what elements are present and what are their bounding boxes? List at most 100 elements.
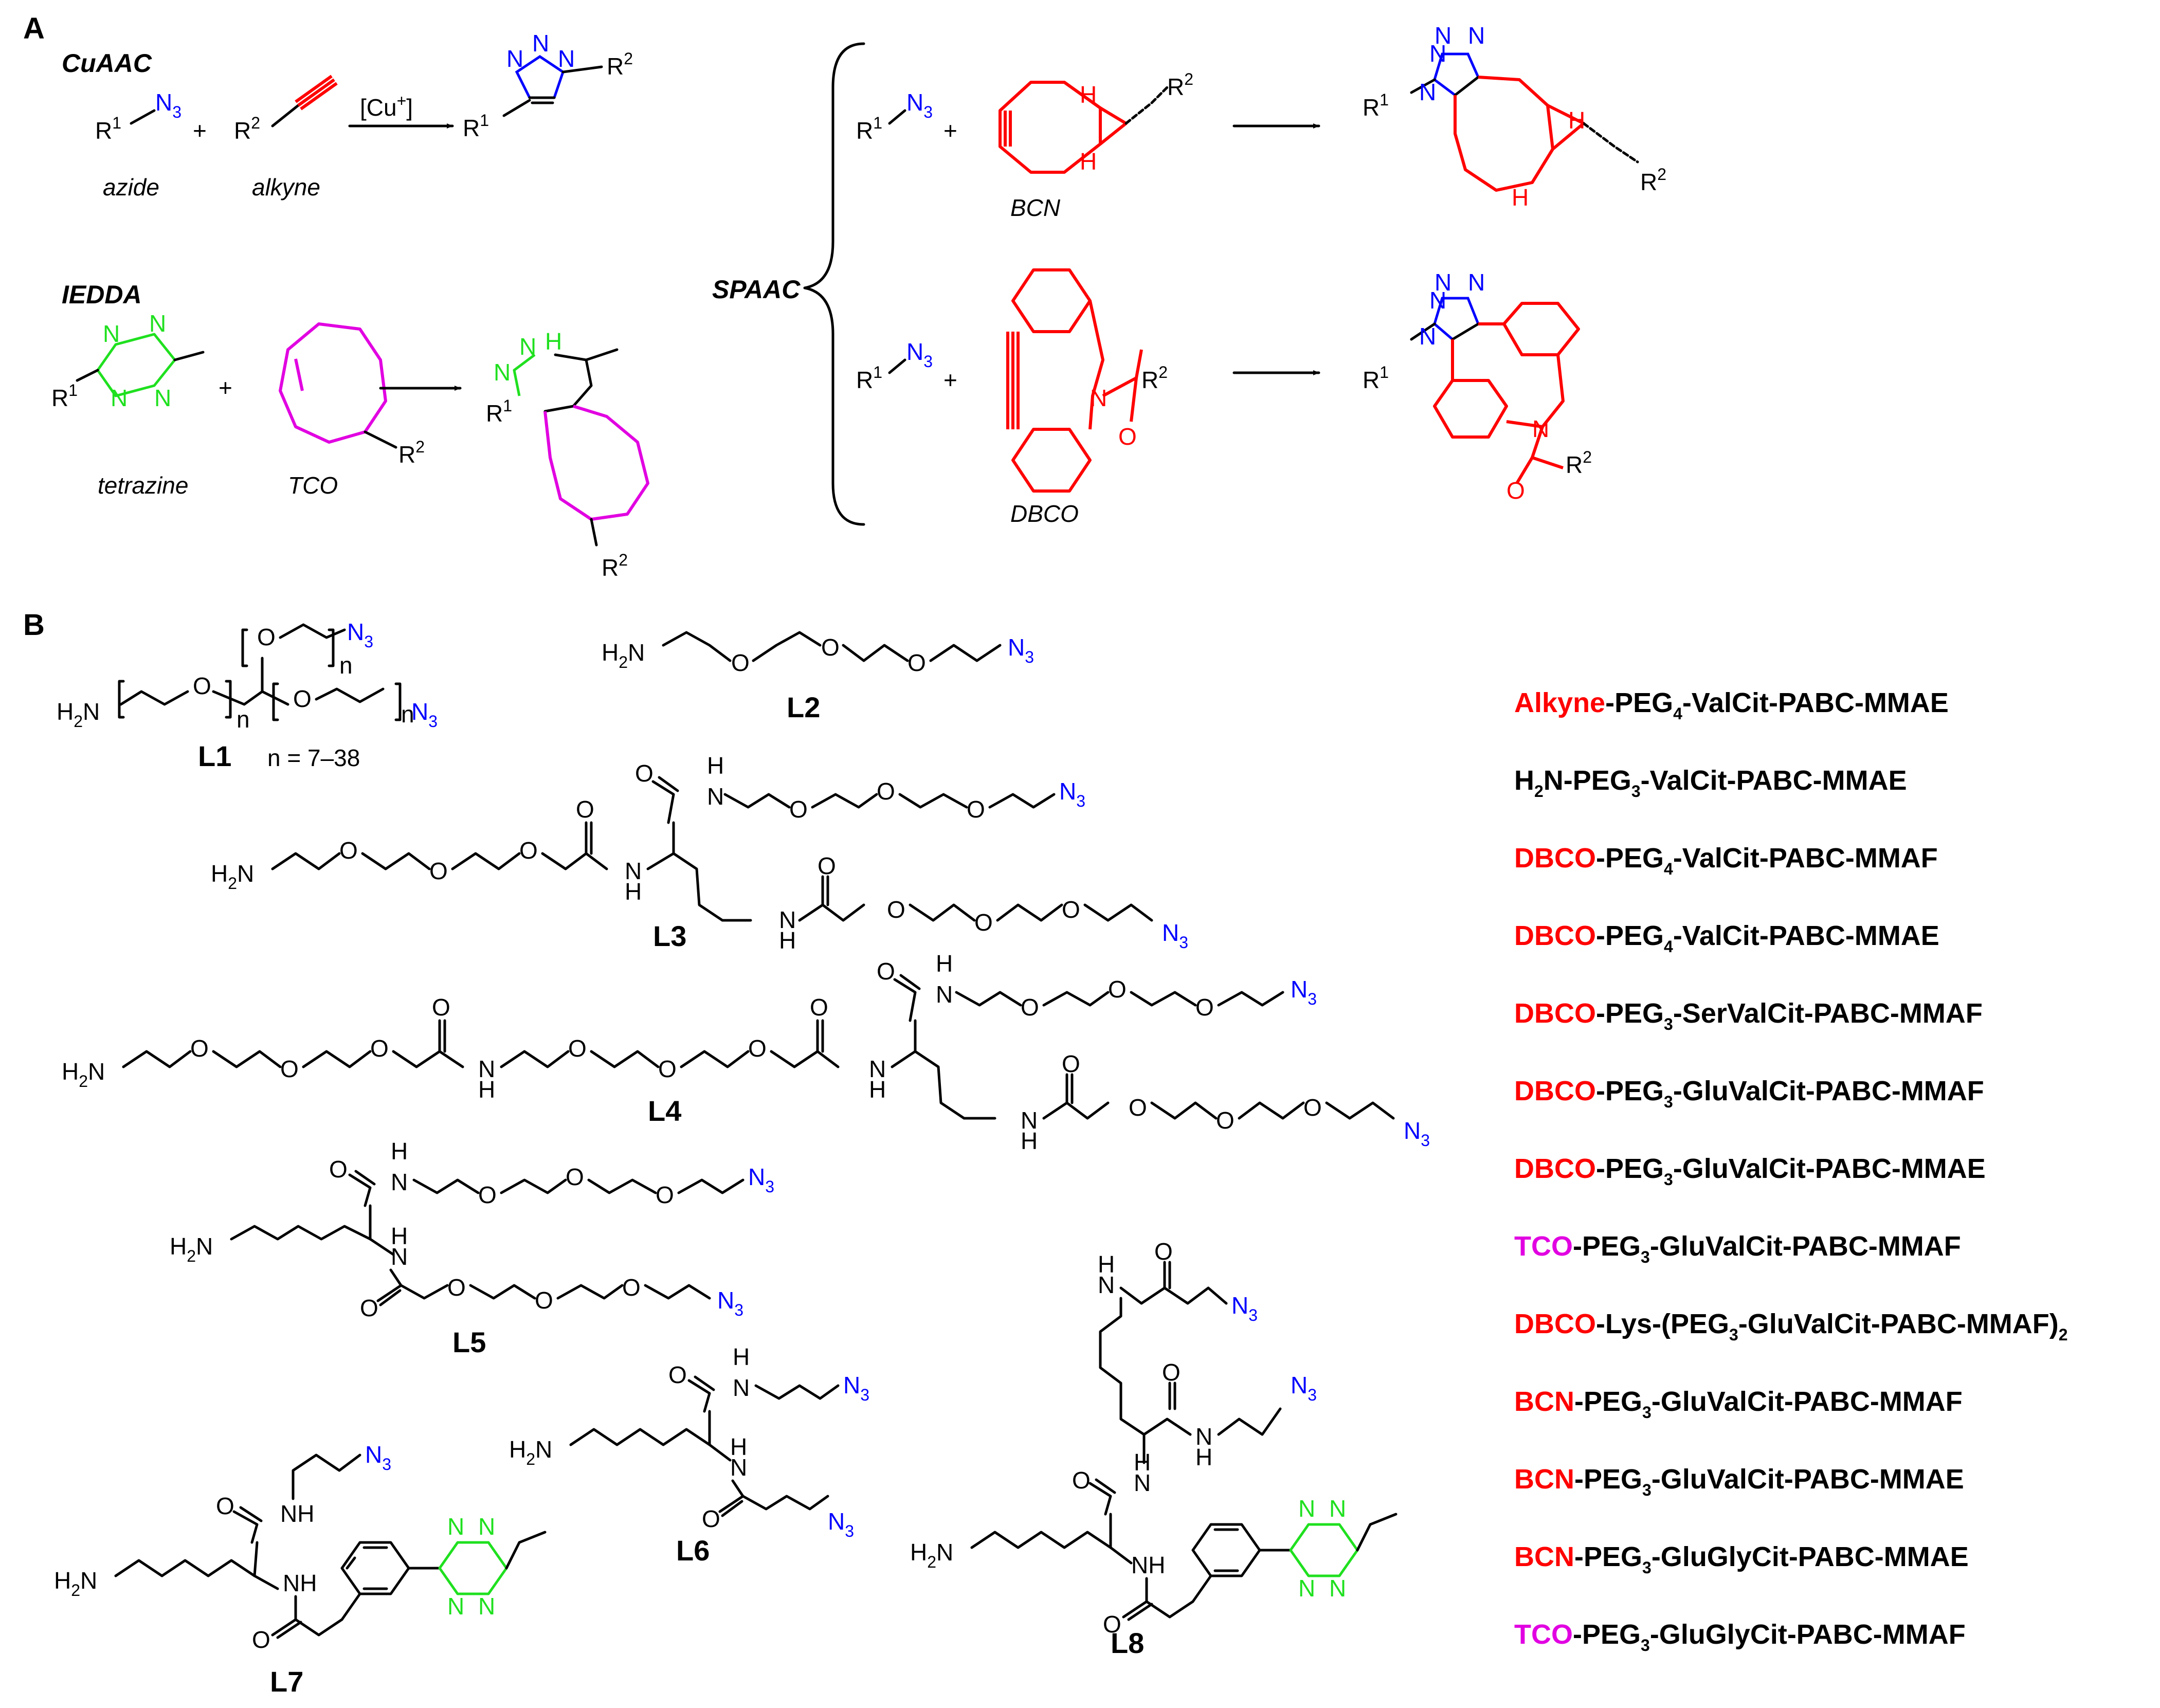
svg-text:N: N — [519, 333, 536, 360]
svg-text:N: N — [1329, 1575, 1346, 1602]
linker-l8-structure: H2N O N H O N H N3 N H O N3 NH O N N N N — [910, 1238, 1397, 1638]
svg-text:R1: R1 — [856, 363, 882, 393]
svg-text:H: H — [936, 950, 953, 977]
conjugate-item: H2N-PEG3-ValCit-PABC-MMAE — [1514, 765, 1907, 801]
dbco-label: DBCO — [1010, 500, 1079, 527]
panel-b-label: B — [23, 608, 45, 642]
svg-text:N: N — [103, 320, 120, 347]
svg-text:H: H — [730, 1433, 747, 1460]
linker-l6-structure: H2N O N H N3 N H O N3 — [509, 1343, 869, 1540]
alkyne-label: alkyne — [252, 174, 320, 201]
svg-text:H: H — [1568, 107, 1585, 134]
linker-l3-structure: H2N O O O O N H O N H O O O N3 N H O O O… — [211, 752, 1188, 954]
bcn-reactant: H H R2 — [999, 70, 1193, 175]
svg-text:R2: R2 — [1141, 363, 1168, 393]
svg-text:N: N — [558, 45, 575, 72]
cuaac-alkyne: R2 — [234, 75, 338, 144]
svg-text:NH: NH — [280, 1500, 314, 1527]
svg-text:n: n — [339, 652, 353, 679]
svg-text:N3: N3 — [1059, 778, 1085, 810]
svg-text:n: n — [401, 701, 414, 728]
azide-label: azide — [103, 174, 159, 201]
linker-l2-structure: H2N O O O N3 — [602, 631, 1034, 676]
svg-text:R2: R2 — [607, 49, 633, 80]
svg-text:N: N — [149, 310, 166, 337]
svg-text:H: H — [1080, 81, 1097, 108]
svg-text:O: O — [622, 1274, 641, 1301]
svg-text:N3: N3 — [828, 1508, 854, 1540]
svg-text:O: O — [731, 649, 750, 676]
svg-text:N: N — [1429, 287, 1446, 314]
linker-l7-structure: H2N O NH N3 NH O N N N N — [54, 1441, 547, 1653]
svg-text:O: O — [1162, 1359, 1181, 1386]
svg-text:H: H — [1098, 1251, 1115, 1278]
svg-text:R2: R2 — [602, 551, 628, 581]
svg-text:O: O — [216, 1493, 234, 1519]
svg-text:H: H — [733, 1343, 750, 1370]
svg-text:N3: N3 — [347, 619, 373, 651]
svg-text:NH: NH — [1131, 1552, 1165, 1578]
svg-text:N3: N3 — [748, 1164, 774, 1196]
tetrazine-reactant: N N N N R1 — [51, 310, 205, 411]
panel-a-label: A — [23, 12, 45, 45]
svg-text:N: N — [1021, 1107, 1038, 1134]
conjugate-item: TCO-PEG3-GluGlyCit-PABC-MMAF — [1514, 1619, 1966, 1655]
linker-l1-note: n = 7–38 — [267, 744, 360, 771]
conjugate-item: Alkyne-PEG4-ValCit-PABC-MMAE — [1514, 687, 1949, 723]
svg-text:N: N — [707, 783, 724, 810]
svg-text:N: N — [936, 981, 953, 1008]
svg-text:O: O — [877, 958, 895, 985]
svg-text:O: O — [293, 685, 312, 712]
svg-text:H2N: H2N — [509, 1436, 552, 1468]
svg-text:N3: N3 — [843, 1372, 869, 1404]
svg-text:N: N — [733, 1374, 750, 1401]
cuaac-plus: + — [193, 117, 207, 144]
conjugate-item: BCN-PEG3-GluValCit-PABC-MMAF — [1514, 1386, 1963, 1422]
svg-text:N: N — [1468, 269, 1485, 296]
svg-text:N: N — [478, 1056, 495, 1082]
svg-text:O: O — [702, 1505, 720, 1532]
linker-l8-label: L8 — [1111, 1627, 1144, 1659]
svg-text:O: O — [818, 852, 836, 879]
svg-text:H: H — [1080, 148, 1097, 175]
svg-text:O: O — [329, 1156, 348, 1183]
svg-text:N: N — [1419, 79, 1436, 105]
conjugate-list: Alkyne-PEG4-ValCit-PABC-MMAE H2N-PEG3-Val… — [1514, 687, 2068, 1655]
svg-text:H: H — [545, 328, 562, 355]
svg-text:O: O — [1062, 1050, 1080, 1077]
svg-text:O: O — [1303, 1094, 1322, 1121]
svg-text:N: N — [1419, 323, 1436, 350]
svg-text:N: N — [111, 385, 128, 411]
linker-l1-structure: H2N O n O N3 n O n N3 — [57, 619, 438, 733]
svg-text:R1: R1 — [95, 114, 121, 144]
svg-text:O: O — [635, 760, 654, 787]
svg-text:N3: N3 — [1291, 1372, 1317, 1404]
svg-text:H: H — [1195, 1444, 1212, 1470]
svg-text:O: O — [658, 1056, 677, 1082]
cuaac-azide: R1 N3 — [95, 89, 181, 144]
linker-l5-structure: H2N O N H O O O N3 N H O O O O N3 — [170, 1138, 774, 1321]
bcn-product: N N N N H H R1 R2 — [1363, 22, 1666, 211]
linker-l7-label: L7 — [270, 1665, 303, 1698]
svg-text:H2N: H2N — [211, 860, 254, 893]
svg-text:N3: N3 — [1291, 976, 1317, 1008]
svg-text:N: N — [625, 858, 642, 884]
svg-text:O: O — [907, 649, 926, 676]
svg-text:O: O — [1195, 994, 1214, 1021]
svg-text:N: N — [391, 1169, 408, 1195]
svg-text:O: O — [1506, 477, 1525, 504]
iedda-heading: IEDDA — [62, 280, 142, 309]
svg-text:O: O — [967, 796, 985, 823]
svg-text:O: O — [656, 1182, 674, 1208]
conjugate-item: DBCO-PEG3-SerValCit-PABC-MMAF — [1514, 998, 1983, 1033]
svg-text:N: N — [447, 1513, 464, 1540]
svg-text:R2: R2 — [1167, 70, 1193, 100]
bcn-label: BCN — [1010, 194, 1061, 221]
svg-text:N: N — [447, 1593, 464, 1620]
svg-text:O: O — [429, 858, 448, 884]
svg-text:N3: N3 — [155, 89, 181, 121]
svg-text:O: O — [252, 1626, 270, 1653]
spaac-bcn-azide: R1 N3 — [856, 89, 933, 144]
svg-text:N: N — [1098, 1271, 1115, 1298]
svg-text:O: O — [190, 1035, 209, 1062]
